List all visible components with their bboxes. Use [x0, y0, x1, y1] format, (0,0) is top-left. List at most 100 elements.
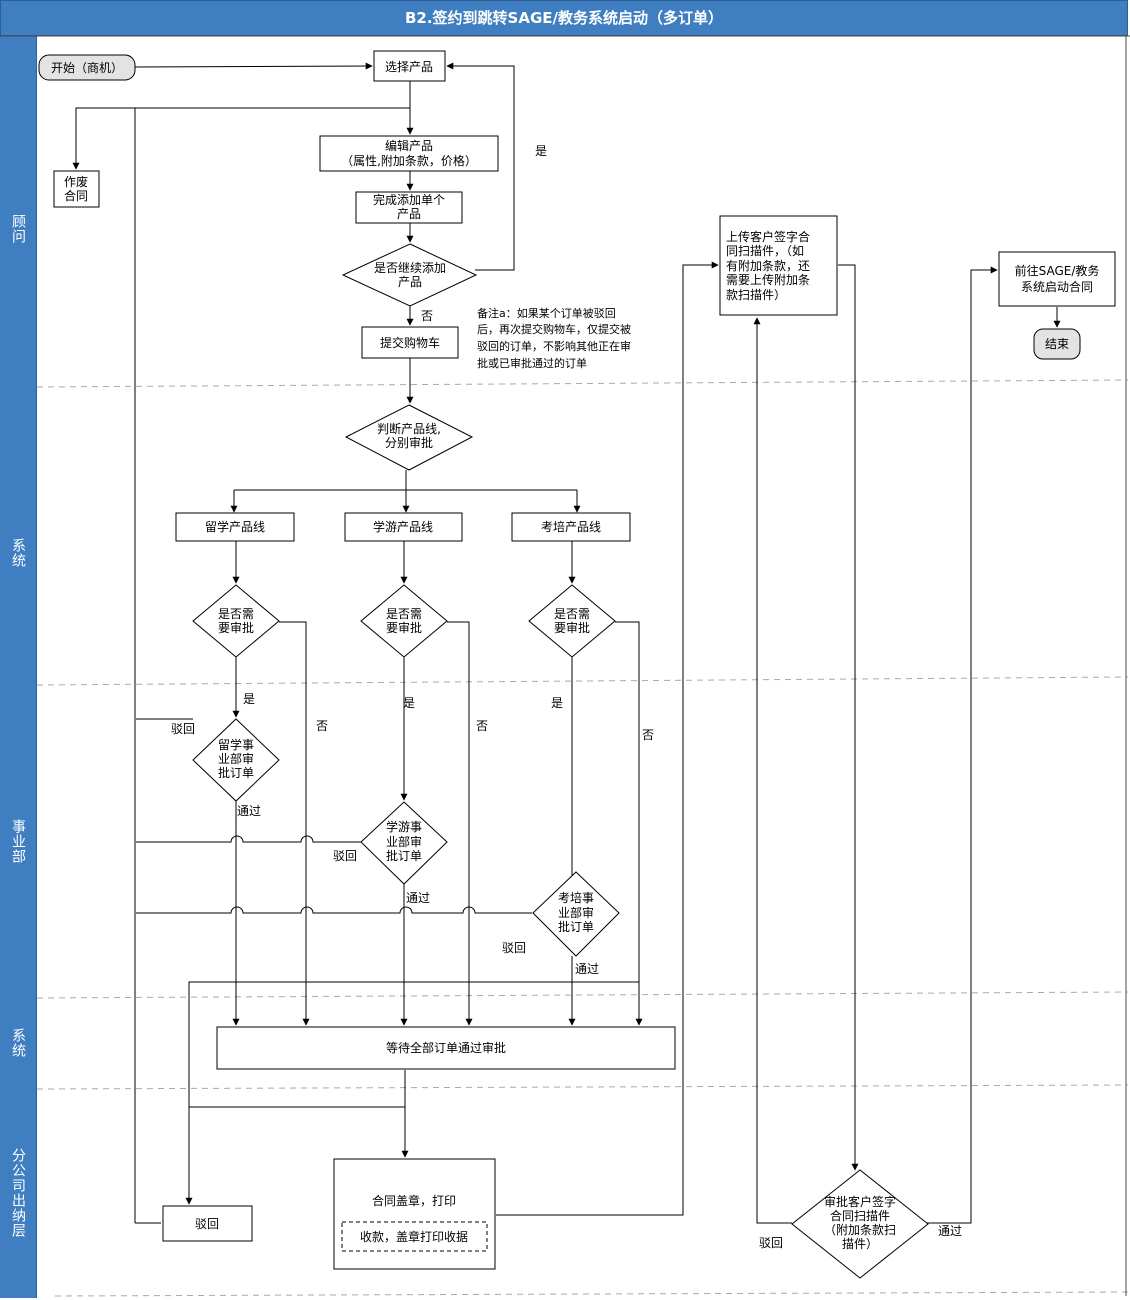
svg-text:批订单: 批订单: [558, 919, 594, 934]
diagram-title: B2.签约到跳转SAGE/教务系统启动（多订单）: [0, 0, 1128, 36]
svg-text:（属性,附加条款，价格）: （属性,附加条款，价格）: [341, 153, 477, 168]
line-liuxue-box: 留学产品线: [175, 512, 295, 542]
lane-label-system-2: 系统: [10, 1028, 26, 1058]
svg-text:考培产品线: 考培产品线: [541, 519, 601, 534]
label-no-kaopei: 否: [642, 728, 654, 742]
lane-label-system-1: 系统: [10, 538, 26, 568]
start-terminal: 开始（商机）: [38, 54, 136, 81]
line-xueyou-box: 学游产品线: [344, 512, 463, 542]
select-product-box: 选择产品: [373, 50, 446, 82]
line-kaopei-box: 考培产品线: [511, 512, 631, 542]
svg-text:（附加条款扫: （附加条款扫: [824, 1223, 896, 1237]
svg-text:有附加条款，还: 有附加条款，还: [726, 259, 810, 273]
label-yes-kaopei: 是: [551, 696, 563, 710]
complete-single-product-box: 完成添加单个 产品: [355, 191, 463, 224]
svg-text:收款，盖章打印收据: 收款，盖章打印收据: [360, 1229, 468, 1244]
label-yes-continue: 是: [535, 144, 547, 158]
edge-labels: 是 否 是 是 是 否 否 否 驳回 通过 驳回 通过 驳回 通过 驳回 通过: [171, 144, 962, 1250]
review-scan-decision: 审批客户签字 合同扫描件 （附加条款扫 描件）: [791, 1169, 929, 1279]
svg-text:合同扫描件: 合同扫描件: [830, 1208, 890, 1223]
lane-label-branch-cashier: 分公司出纳层: [10, 1148, 26, 1238]
label-no-xueyou: 否: [476, 719, 488, 733]
svg-text:要审批: 要审批: [218, 620, 254, 635]
svg-text:要审批: 要审批: [386, 620, 422, 635]
label-yes-liuxue: 是: [243, 692, 255, 706]
label-no-continue: 否: [421, 309, 433, 323]
svg-text:前往SAGE/教务: 前往SAGE/教务: [1015, 263, 1100, 278]
svg-text:产品: 产品: [397, 207, 421, 221]
svg-text:编辑产品: 编辑产品: [385, 138, 433, 153]
svg-text:上传客户签字合: 上传客户签字合: [726, 229, 810, 244]
svg-text:考培事: 考培事: [558, 890, 594, 905]
svg-text:业部审: 业部审: [218, 751, 254, 766]
svg-text:是否继续添加: 是否继续添加: [374, 261, 446, 275]
svg-text:等待全部订单通过审批: 等待全部订单通过审批: [386, 1040, 506, 1055]
label-pass-kaopei: 通过: [575, 962, 599, 976]
svg-text:业部审: 业部审: [558, 905, 594, 920]
svg-text:产品: 产品: [398, 275, 422, 289]
svg-text:要审批: 要审批: [554, 620, 590, 635]
label-reject-kaopei: 驳回: [502, 941, 526, 955]
note-a: 备注a：如果某个订单被驳回 后，再次提交购物车，仅提交被 驳回的订单，不影响其他…: [477, 306, 631, 370]
lane-dividers: [0, 35, 1130, 1297]
lane-label-business-unit: 事业部: [10, 818, 26, 864]
go-sage-box: 前往SAGE/教务 系统启动合同: [998, 251, 1116, 307]
svg-text:同扫描件，（如: 同扫描件，（如: [726, 243, 804, 258]
svg-text:开始（商机）: 开始（商机）: [51, 60, 123, 75]
label-reject-review: 驳回: [759, 1236, 783, 1250]
svg-text:作废: 作废: [64, 174, 88, 189]
svg-text:审批客户签字: 审批客户签字: [824, 1194, 896, 1209]
svg-text:是否需: 是否需: [218, 607, 254, 621]
need-approval-decision-kaopei: 是否需 要审批: [528, 584, 616, 658]
svg-text:是否需: 是否需: [554, 607, 590, 621]
label-reject-liuxue: 驳回: [171, 722, 195, 736]
svg-text:批或已审批通过的订单: 批或已审批通过的订单: [477, 356, 587, 370]
svg-text:业部审: 业部审: [386, 834, 422, 849]
edit-product-box: 编辑产品 （属性,附加条款，价格）: [319, 135, 499, 172]
label-pass-xueyou: 通过: [406, 891, 430, 905]
submit-cart-box: 提交购物车: [361, 326, 459, 359]
connectors: [72, 62, 1061, 1224]
svg-text:合同: 合同: [64, 188, 88, 203]
svg-text:系统启动合同: 系统启动合同: [1021, 279, 1093, 294]
svg-text:批订单: 批订单: [386, 848, 422, 863]
svg-text:学游事: 学游事: [386, 819, 422, 834]
svg-text:是否需: 是否需: [386, 607, 422, 621]
svg-text:学游产品线: 学游产品线: [373, 519, 433, 534]
svg-text:款扫描件）: 款扫描件）: [726, 288, 786, 302]
svg-text:需要上传附加条: 需要上传附加条: [726, 272, 810, 287]
label-pass-liuxue: 通过: [237, 804, 261, 818]
svg-text:判断产品线,: 判断产品线,: [377, 421, 441, 436]
svg-text:留学事: 留学事: [218, 737, 254, 752]
approve-kaopei-decision: 考培事 业部审 批订单: [532, 871, 620, 957]
svg-text:留学产品线: 留学产品线: [205, 519, 265, 534]
svg-text:驳回: 驳回: [195, 1217, 219, 1231]
upload-scan-box: 上传客户签字合 同扫描件，（如 有附加条款，还 需要上传附加条 款扫描件）: [719, 215, 838, 316]
wait-all-approved-box: 等待全部订单通过审批: [216, 1026, 676, 1070]
lane-label-advisor: 顾问: [10, 214, 26, 244]
label-no-liuxue: 否: [316, 719, 328, 733]
continue-add-decision: 是否继续添加 产品: [341, 243, 478, 307]
reject-box: 驳回: [162, 1205, 253, 1242]
svg-text:提交购物车: 提交购物车: [380, 335, 440, 350]
swimlane-header-strip: 顾问 系统 事业部 系统 分公司出纳层: [0, 36, 37, 1298]
svg-text:选择产品: 选择产品: [385, 60, 433, 74]
void-contract-box: 作废 合同: [53, 170, 100, 208]
approve-liuxue-decision: 留学事 业部审 批订单: [192, 718, 280, 802]
svg-text:后，再次提交购物车，仅提交被: 后，再次提交购物车，仅提交被: [477, 322, 631, 336]
svg-text:描件）: 描件）: [842, 1237, 878, 1251]
need-approval-decision-xueyou: 是否需 要审批: [360, 584, 448, 658]
svg-text:备注a：如果某个订单被驳回: 备注a：如果某个订单被驳回: [477, 306, 616, 320]
svg-text:分别审批: 分别审批: [385, 435, 433, 450]
judge-product-line-decision: 判断产品线, 分别审批: [344, 404, 474, 471]
svg-text:完成添加单个: 完成添加单个: [373, 192, 445, 207]
label-reject-xueyou: 驳回: [333, 849, 357, 863]
svg-text:结束: 结束: [1045, 337, 1069, 351]
svg-text:批订单: 批订单: [218, 765, 254, 780]
need-approval-decision-liuxue: 是否需 要审批: [192, 584, 280, 658]
label-pass-review: 通过: [938, 1224, 962, 1238]
svg-text:驳回的订单，不影响其他正在审: 驳回的订单，不影响其他正在审: [477, 339, 631, 353]
label-yes-xueyou: 是: [403, 696, 415, 710]
seal-print-box: 合同盖章，打印 收款，盖章打印收据: [333, 1158, 496, 1270]
